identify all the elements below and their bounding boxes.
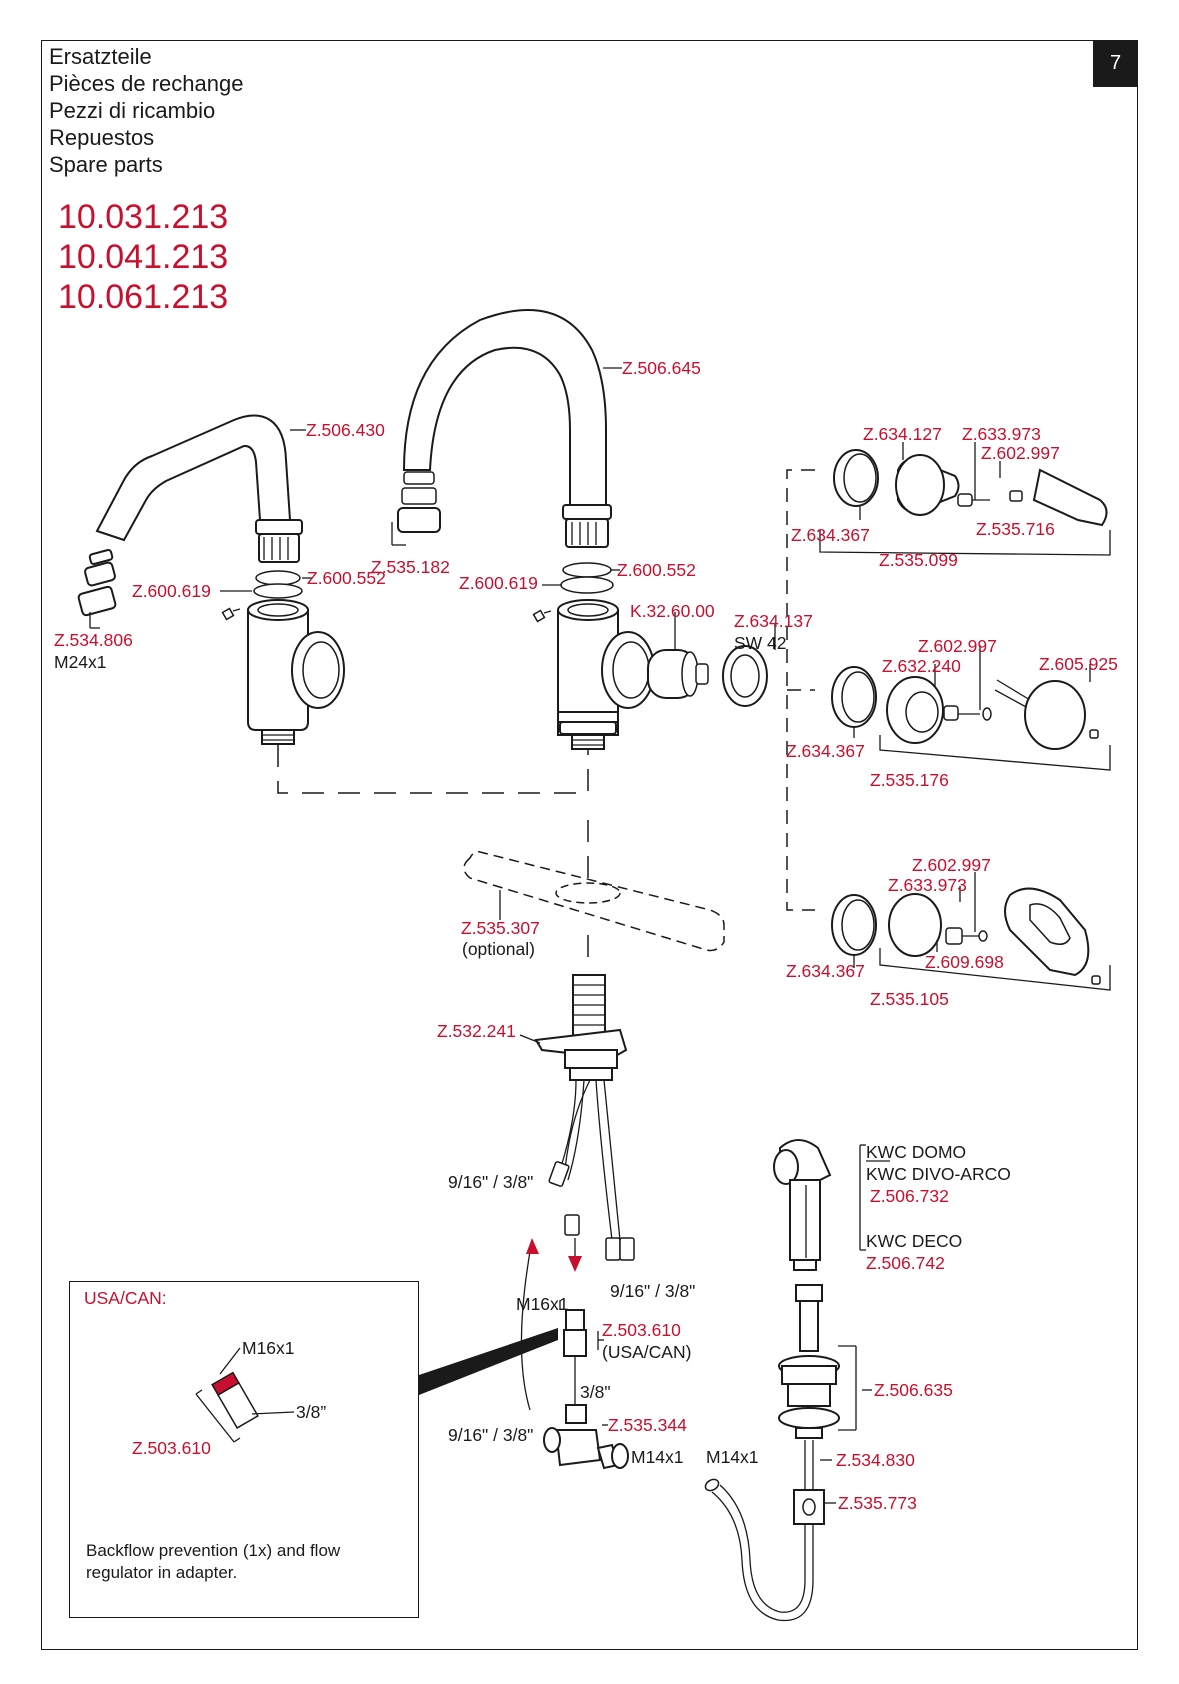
model-label: KWC DIVO-ARCO xyxy=(866,1164,1011,1184)
part-label: Z.600.552 xyxy=(617,560,696,580)
screw-icon xyxy=(221,607,241,621)
thread-label: 3/8” xyxy=(296,1402,326,1422)
part-label: Z.534.830 xyxy=(836,1450,915,1470)
part-label: Z.506.732 xyxy=(870,1186,949,1206)
nut-drawing xyxy=(722,645,768,707)
inset-adapter-drawing xyxy=(195,1347,295,1443)
part-label: Z.602.997 xyxy=(981,443,1060,463)
thread-label: M16x1 xyxy=(516,1294,569,1314)
spray-holder-drawing xyxy=(778,1284,857,1439)
faucet-body-left xyxy=(247,599,345,745)
flow-arrows xyxy=(520,1238,582,1411)
part-label: Z.535.716 xyxy=(976,519,1055,539)
part-label: Z.532.241 xyxy=(437,1021,516,1041)
screw-icon xyxy=(532,609,552,623)
inset-pointer xyxy=(419,1328,558,1395)
handle-set-top xyxy=(819,449,1111,556)
aerator-left-drawing xyxy=(77,548,117,629)
thread-label: 9/16" / 3/8" xyxy=(610,1281,695,1301)
hose-drawing xyxy=(704,1440,825,1622)
spray-head-drawing xyxy=(773,1139,866,1271)
part-label: Z.535.099 xyxy=(879,550,958,570)
spout-arc-drawing xyxy=(402,309,607,506)
part-label: Z.535.105 xyxy=(870,989,949,1009)
part-label: Z.535.344 xyxy=(608,1415,687,1435)
part-label: Z.535.182 xyxy=(371,557,450,577)
spout-squared-drawing xyxy=(95,414,292,542)
thread-label: M24x1 xyxy=(54,652,107,672)
model-number: 10.061.213 xyxy=(58,278,229,316)
part-label: Z.632.240 xyxy=(882,656,961,676)
spout-collar-left xyxy=(255,519,303,563)
size-label: SW 42 xyxy=(734,633,787,653)
part-label: Z.600.552 xyxy=(307,568,386,588)
thread-label: M14x1 xyxy=(631,1447,684,1467)
part-label: Z.506.430 xyxy=(306,420,385,440)
part-label: Z.633.973 xyxy=(962,424,1041,444)
heading-es: Repuestos xyxy=(49,125,155,150)
part-label: Z.535.176 xyxy=(870,770,949,790)
part-label: Z.506.742 xyxy=(866,1253,945,1273)
model-number: 10.041.213 xyxy=(58,238,229,276)
mounting-shank xyxy=(519,974,628,1081)
adapter-drawing xyxy=(559,1300,587,1405)
heading-it: Pezzi di ricambio xyxy=(49,98,216,123)
oring-left-drawing xyxy=(220,570,312,599)
handle-set-bottom xyxy=(831,887,1111,991)
page-frame xyxy=(41,40,1138,1650)
heading-en: Spare parts xyxy=(49,152,163,177)
part-label: Z.605.925 xyxy=(1039,654,1118,674)
part-label: K.32.60.00 xyxy=(630,601,715,621)
handle-options-bracket xyxy=(786,469,815,911)
part-label: Z.634.367 xyxy=(786,961,865,981)
thread-label: 3/8" xyxy=(580,1382,611,1402)
thread-label: M16x1 xyxy=(242,1338,295,1358)
leader-lines xyxy=(290,367,1091,1504)
faucet-body-mid xyxy=(557,599,655,750)
aerator-mid-drawing xyxy=(391,471,441,546)
part-label: Z.634.137 xyxy=(734,611,813,631)
model-label: KWC DOMO xyxy=(866,1142,966,1162)
heading-de: Ersatzteile xyxy=(49,44,152,69)
part-label: Z.600.619 xyxy=(132,581,211,601)
usa-can-inset xyxy=(69,1281,419,1618)
part-label: Z.609.698 xyxy=(925,952,1004,972)
inset-title: USA/CAN: xyxy=(84,1288,167,1308)
page-number: 7 xyxy=(1093,40,1138,87)
supply-hoses xyxy=(548,1079,635,1261)
cartridge-drawing xyxy=(647,612,709,699)
part-label: Z.602.997 xyxy=(912,855,991,875)
spout-collar-mid xyxy=(562,504,612,548)
model-label: KWC DECO xyxy=(866,1231,962,1251)
part-label: Z.506.635 xyxy=(874,1380,953,1400)
heading-fr: Pièces de rechange xyxy=(49,71,244,96)
connector-dashed xyxy=(277,745,589,794)
part-label: Z.503.610 xyxy=(602,1320,681,1340)
valve-drawing xyxy=(543,1404,629,1470)
inset-note: Backflow prevention (1x) and flow regula… xyxy=(86,1541,341,1582)
part-label: Z.535.773 xyxy=(838,1493,917,1513)
deck-plate-drawing xyxy=(463,850,725,952)
part-label: Z.634.367 xyxy=(791,525,870,545)
thread-label: 9/16" / 3/8" xyxy=(448,1172,533,1192)
oring-mid-drawing xyxy=(542,562,620,594)
thread-label: M14x1 xyxy=(706,1447,759,1467)
part-label: Z.600.619 xyxy=(459,573,538,593)
thread-label: 9/16" / 3/8" xyxy=(448,1425,533,1445)
part-label: Z.602.997 xyxy=(918,636,997,656)
part-label: Z.503.610 xyxy=(132,1438,211,1458)
part-label: Z.534.806 xyxy=(54,630,133,650)
heading-block: Ersatzteile Pièces de rechange Pezzi di … xyxy=(49,43,243,178)
part-label: Z.634.127 xyxy=(863,424,942,444)
model-number: 10.031.213 xyxy=(58,198,229,236)
part-label: Z.535.307 xyxy=(461,918,540,938)
part-label: Z.633.973 xyxy=(888,875,967,895)
note-label: (optional) xyxy=(462,939,535,959)
model-numbers: 10.031.213 10.041.213 10.061.213 xyxy=(58,197,228,317)
handle-set-middle xyxy=(831,666,1111,771)
part-label: Z.506.645 xyxy=(622,358,701,378)
part-label: Z.634.367 xyxy=(786,741,865,761)
note-label: (USA/CAN) xyxy=(602,1342,691,1362)
